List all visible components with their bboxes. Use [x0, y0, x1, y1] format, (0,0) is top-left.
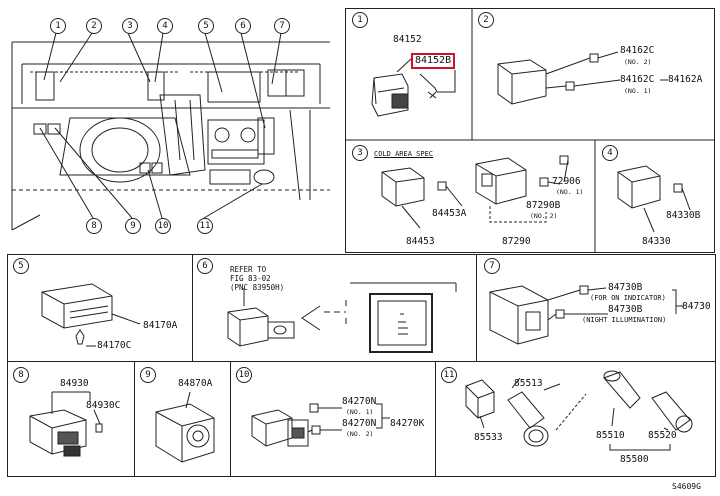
panel-5-frame [7, 254, 193, 362]
panel-10-number: 10 [236, 367, 252, 383]
panel-2-number: 2 [478, 12, 494, 28]
part-84170a: 84170A [143, 320, 178, 331]
part-84170c: 84170C [97, 340, 132, 351]
panel-6-number: 6 [197, 258, 213, 274]
callout-5: 5 [198, 18, 214, 34]
part-84162c-no1: 84162C [620, 74, 655, 85]
part-84162c-no2: 84162C [620, 45, 655, 56]
part-84730b-indicator-note: (FOR ON INDICATOR) [590, 294, 666, 302]
callout-7: 7 [274, 18, 290, 34]
panel-1-number: 1 [352, 12, 368, 28]
panel-9-number: 9 [140, 367, 156, 383]
part-87290: 87290 [502, 236, 531, 247]
part-84730: 84730 [682, 301, 711, 312]
part-84162c-no2-note: (NO. 2) [624, 58, 652, 66]
callout-2: 2 [86, 18, 102, 34]
callout-10: 10 [155, 218, 171, 234]
part-85520: 85520 [648, 430, 677, 441]
part-84270k: 84270K [390, 418, 425, 429]
panel-11-number: 11 [441, 367, 457, 383]
part-85500: 85500 [620, 454, 649, 465]
panel-8-frame [7, 361, 135, 477]
part-84270n-no1: 84270N [342, 396, 377, 407]
panel-7-number: 7 [484, 258, 500, 274]
part-84730b-illumination: 84730B [608, 304, 643, 315]
diagram-code: S4609G [672, 482, 701, 491]
part-84162c-no1-note: (NO. 1) [624, 87, 652, 95]
part-84730b-illumination-note: (NIGHT ILLUMINATION) [582, 316, 667, 324]
part-85513: 85513 [514, 378, 543, 389]
part-84730b-indicator: 84730B [608, 282, 643, 293]
panel-3-number: 3 [352, 145, 368, 161]
callout-3: 3 [122, 18, 138, 34]
callout-9: 9 [125, 218, 141, 234]
part-87290b-note: (NO. 2) [530, 212, 558, 220]
part-85510: 85510 [596, 430, 625, 441]
part-84930c: 84930C [86, 400, 121, 411]
callout-8: 8 [86, 218, 102, 234]
part-84330b: 84330B [666, 210, 701, 221]
callout-11: 11 [197, 218, 213, 234]
part-85533: 85533 [474, 432, 503, 443]
callout-4: 4 [157, 18, 173, 34]
panel-4-number: 4 [602, 145, 618, 161]
part-87290b: 87290B [526, 200, 561, 211]
part-72906: 72906 [552, 176, 581, 187]
part-84930: 84930 [60, 378, 89, 389]
callout-6: 6 [235, 18, 251, 34]
part-84162a: 84162A [668, 74, 703, 85]
part-84152: 84152 [393, 34, 422, 45]
refer-to-line1: REFER TO [230, 265, 267, 274]
refer-to-line2: FIG 83-02 [230, 274, 271, 283]
part-84453: 84453 [406, 236, 435, 247]
cold-area-spec-note: COLD AREA SPEC [374, 150, 434, 158]
panel-5-number: 5 [13, 258, 29, 274]
panel-8-number: 8 [13, 367, 29, 383]
part-84270n-no2-note: (NO. 2) [346, 430, 374, 438]
part-84270n-no1-note: (NO. 1) [346, 408, 374, 416]
part-84152b-highlight: 84152B [411, 53, 456, 69]
part-84270n-no2: 84270N [342, 418, 377, 429]
callout-1: 1 [50, 18, 66, 34]
part-72906-note: (NO. 1) [556, 188, 584, 196]
refer-to-line3: (PNC 83950H) [230, 283, 285, 292]
part-84453a: 84453A [432, 208, 467, 219]
part-84870a: 84870A [178, 378, 213, 389]
part-84330: 84330 [642, 236, 671, 247]
